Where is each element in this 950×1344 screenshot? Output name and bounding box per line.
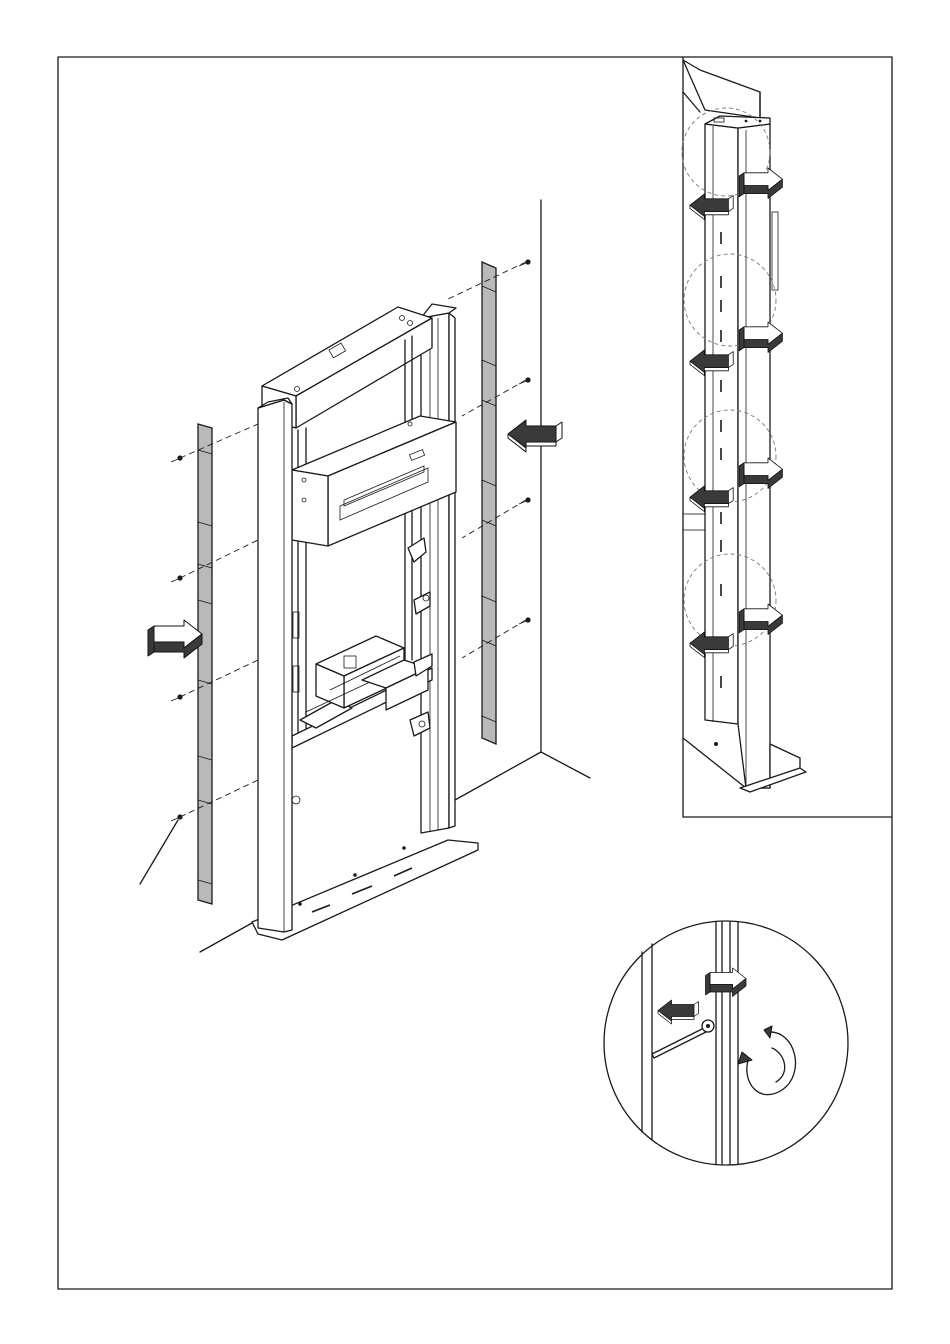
screw-icon: [171, 694, 183, 701]
lower-shelf: [292, 636, 432, 748]
direction-arrow-icon: [739, 604, 782, 634]
direction-arrow-icon: [706, 968, 747, 997]
direction-arrow-icon: [739, 322, 782, 352]
direction-arrow-icon: [658, 1000, 699, 1024]
direction-arrow-icon: [739, 168, 782, 198]
screw-icon: [171, 575, 183, 582]
right-column: [421, 304, 456, 833]
screw-icon: [171, 814, 183, 821]
left-screw-paths: [180, 424, 258, 817]
rotation-arrow-icon: [738, 1026, 796, 1095]
main-assembly-view: [140, 200, 590, 952]
detail-column-view: [682, 57, 892, 817]
direction-arrow-icon: [739, 458, 782, 488]
screw-detail-circle: [604, 921, 848, 1165]
screw-icon: [171, 455, 183, 462]
direction-arrow-icon: [508, 420, 562, 452]
right-cover-strip: [482, 262, 496, 744]
direction-arrow-icon: [148, 620, 202, 658]
left-cover-strip: [198, 424, 212, 904]
